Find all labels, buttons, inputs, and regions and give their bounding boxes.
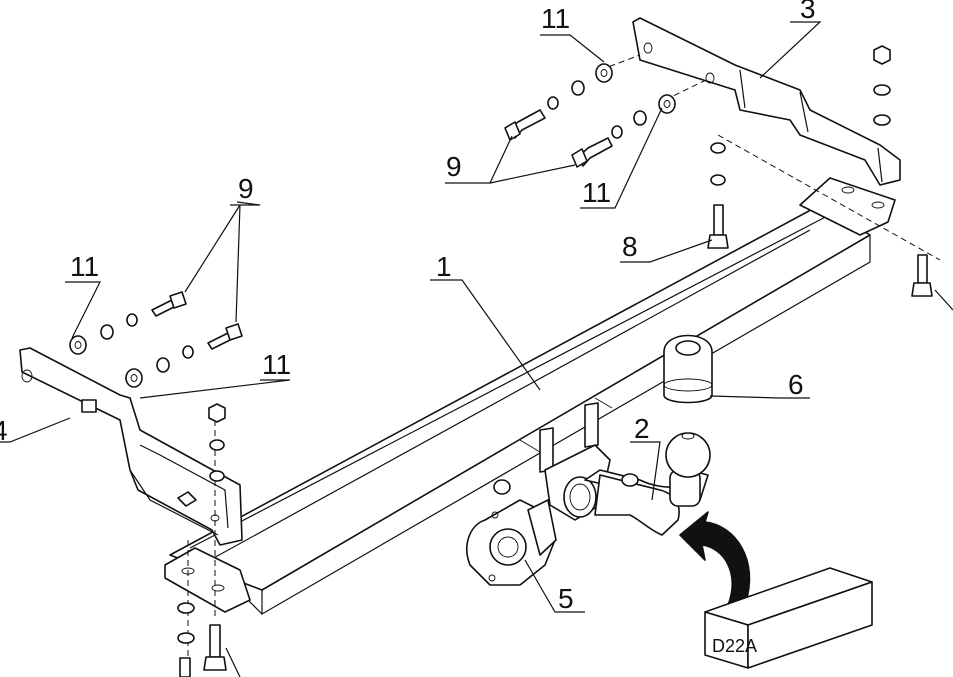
callout-11-left-mid: 11: [262, 349, 291, 380]
side-arm-left: [19, 347, 243, 546]
crossbar-beam: [169, 204, 871, 616]
callout-11-top: 11: [541, 3, 570, 34]
d22a-box: [704, 567, 873, 669]
ball-cover: [663, 334, 713, 404]
install-arrow: [679, 511, 751, 606]
callout-9-left: 9: [238, 173, 254, 204]
socket-plate: [466, 499, 557, 586]
callout-4: 4: [0, 415, 8, 446]
callout-9-top: 9: [446, 151, 462, 182]
callout-1: 1: [436, 251, 452, 282]
callout-11-left-top: 11: [70, 251, 99, 282]
callout-8: 8: [622, 231, 638, 262]
fastener-set-top: [504, 54, 711, 168]
center-mount: [493, 402, 611, 521]
callout-11-right: 11: [582, 177, 611, 208]
fastener-set-right-nuts: [707, 45, 941, 297]
fastener-set-left: [69, 291, 243, 388]
callout-6: 6: [788, 369, 804, 400]
tow-ball: [665, 432, 711, 507]
callout-2: 2: [634, 413, 650, 444]
callout-5: 5: [558, 583, 574, 614]
callout-3: 3: [800, 0, 816, 24]
d22a-label: D22A: [712, 636, 757, 656]
side-arm-right: [632, 17, 901, 186]
leader-lines: [0, 21, 953, 677]
fastener-set-left-vertical: [177, 403, 227, 677]
